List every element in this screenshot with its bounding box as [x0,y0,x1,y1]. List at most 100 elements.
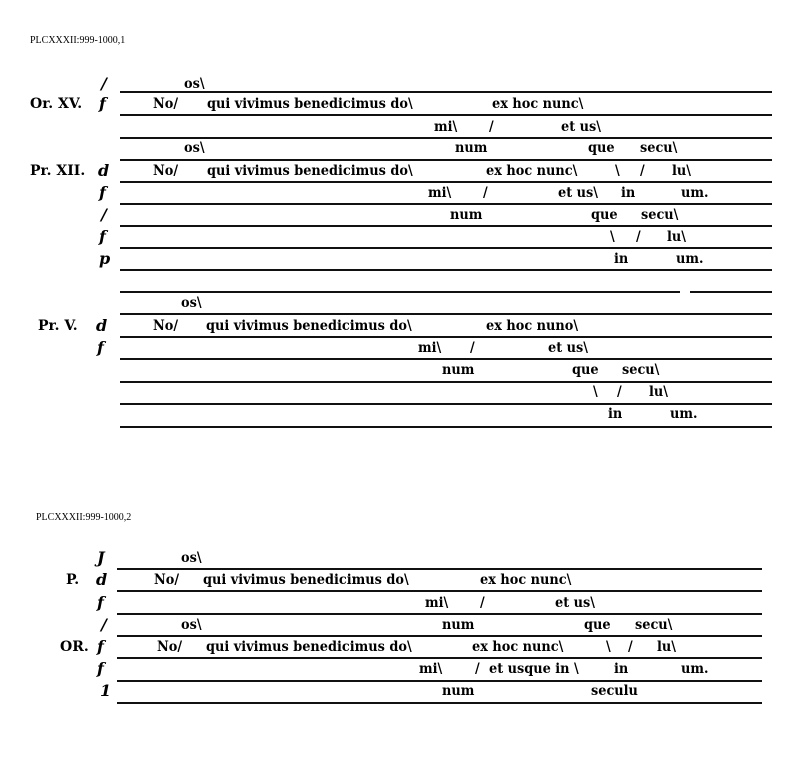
staff-line [117,702,762,704]
staff-line [117,590,762,592]
clef-sign: J [97,548,105,567]
clef-sign: d [98,161,110,180]
text-fragment: lu\ [649,384,668,400]
text-fragment: num [450,207,483,223]
text-fragment: ex hoc nuno\ [486,318,579,334]
text-fragment: et us\ [555,595,595,611]
text-fragment: No/ [153,96,179,112]
clef-sign: p [99,249,111,268]
text-fragment: os\ [181,550,202,566]
text-fragment: \ [615,163,620,179]
text-fragment: ex hoc nunc\ [480,572,572,588]
staff-line [117,635,762,637]
text-fragment: \ [610,229,615,245]
text-fragment: / [617,384,622,400]
staff-line [117,680,762,682]
staff-line [117,613,762,615]
text-fragment: num [442,683,475,699]
text-fragment: lu\ [657,639,676,655]
text-fragment: / [475,661,480,677]
text-fragment: secu\ [640,140,678,156]
text-fragment: seculu [591,683,638,699]
text-fragment: qui vivimus benedicimus do\ [207,163,413,179]
text-fragment: secu\ [641,207,679,223]
text-fragment: No/ [153,163,179,179]
text-fragment: in [614,661,629,677]
text-fragment: in [621,185,636,201]
text-fragment: mi\ [418,340,442,356]
text-fragment: mi\ [419,661,443,677]
text-fragment: secu\ [635,617,673,633]
text-fragment: secu\ [622,362,660,378]
clef-sign: f [97,637,104,656]
staff-line [120,91,772,93]
text-fragment: et usque in \ [489,661,579,677]
text-fragment: / [489,119,494,135]
staff-line-segment [690,291,772,293]
text-fragment: No/ [154,572,180,588]
text-fragment: lu\ [667,229,686,245]
staff-line [120,403,772,405]
section-label: PLCXXXII:999-1000,1 [30,35,126,46]
clef-sign: / [101,615,107,634]
text-fragment: / [480,595,485,611]
clef-sign: / [101,205,107,224]
text-fragment: / [628,639,633,655]
staff-line [120,336,772,338]
text-fragment: num [442,617,475,633]
text-fragment: et us\ [561,119,601,135]
clef-sign: 1 [100,681,112,700]
staff-line [120,203,772,205]
staff-line [117,568,762,570]
chant-label: Pr. V. [38,318,78,334]
text-fragment: os\ [184,76,205,92]
clef-sign: f [97,659,104,678]
chant-label: Or. XV. [30,96,83,112]
text-fragment: qui vivimus benedicimus do\ [206,318,412,334]
text-fragment: que [588,140,615,156]
text-fragment: et us\ [558,185,598,201]
staff-line [120,291,680,293]
chant-label: OR. [60,639,89,655]
text-fragment: ex hoc nunc\ [472,639,564,655]
text-fragment: qui vivimus benedicimus do\ [203,572,409,588]
text-fragment: um. [681,185,709,201]
staff-line [120,114,772,116]
text-fragment: lu\ [672,163,691,179]
text-fragment: um. [681,661,709,677]
text-fragment: os\ [181,295,202,311]
text-fragment: / [483,185,488,201]
chant-label: P. [66,572,80,588]
clef-sign: f [97,338,104,357]
text-fragment: / [470,340,475,356]
text-fragment: qui vivimus benedicimus do\ [207,96,413,112]
text-fragment: No/ [153,318,179,334]
staff-line [120,137,772,139]
staff-line [120,358,772,360]
staff-line [120,381,772,383]
staff-line [120,426,772,428]
text-fragment: et us\ [548,340,588,356]
staff-line [120,313,772,315]
staff-line [120,159,772,161]
text-fragment: qui vivimus benedicimus do\ [206,639,412,655]
text-fragment: num [455,140,488,156]
text-fragment: que [572,362,599,378]
text-fragment: que [591,207,618,223]
staff-line [120,181,772,183]
clef-sign: f [99,227,106,246]
staff-line [120,225,772,227]
text-fragment: que [584,617,611,633]
text-fragment: mi\ [434,119,458,135]
text-fragment: in [608,406,623,422]
text-fragment: No/ [157,639,183,655]
text-fragment: / [640,163,645,179]
text-fragment: mi\ [425,595,449,611]
text-fragment: / [636,229,641,245]
text-fragment: os\ [181,617,202,633]
text-fragment: ex hoc nunc\ [492,96,584,112]
text-fragment: in [614,251,629,267]
text-fragment: \ [606,639,611,655]
text-fragment: mi\ [428,185,452,201]
clef-sign: f [99,94,106,113]
